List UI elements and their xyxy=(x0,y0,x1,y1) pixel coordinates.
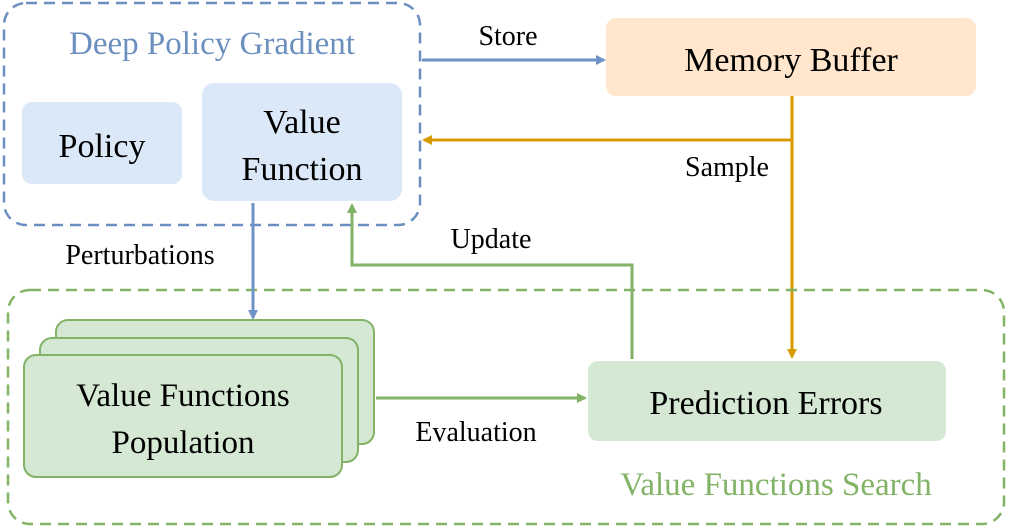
deep-policy-gradient-title: Deep Policy Gradient xyxy=(69,26,355,62)
memory-buffer-label: Memory Buffer xyxy=(684,42,898,79)
value-function-label-line1: Value xyxy=(263,104,340,141)
population-label-line2: Population xyxy=(111,425,254,461)
update-label: Update xyxy=(451,224,532,255)
prediction-errors-label: Prediction Errors xyxy=(649,385,882,422)
evaluation-label: Evaluation xyxy=(415,417,536,448)
deep-policy-gradient-group xyxy=(2,1,422,227)
policy-label: Policy xyxy=(59,128,146,165)
value-functions-search-group xyxy=(6,288,1006,526)
memory-buffer-node xyxy=(606,18,976,96)
value-function-node xyxy=(202,83,402,201)
store-label: Store xyxy=(478,21,537,52)
prediction-errors-node xyxy=(588,361,946,441)
population-card-front xyxy=(23,354,343,478)
value-function-label-line2: Function xyxy=(242,151,363,188)
value-functions-search-title: Value Functions Search xyxy=(620,467,932,503)
sample-label: Sample xyxy=(685,152,769,183)
update-arrow xyxy=(347,203,634,359)
population-label-line1: Value Functions xyxy=(76,378,290,414)
policy-node xyxy=(22,102,182,184)
perturbations-label: Perturbations xyxy=(65,240,214,271)
